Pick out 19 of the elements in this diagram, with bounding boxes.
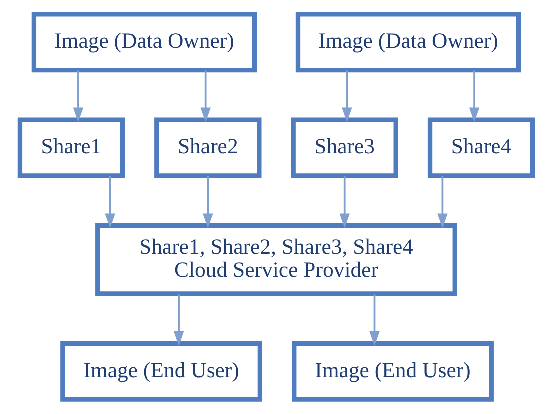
arrow — [104, 176, 115, 228]
arrow — [173, 294, 184, 346]
arrow — [202, 176, 213, 228]
node-box: Share1, Share2, Share3, Share4 Cloud Service Provider — [95, 223, 457, 296]
node-box: Share2 — [154, 118, 262, 178]
node-box: Share4 — [427, 118, 535, 178]
arrow — [72, 70, 84, 122]
arrow — [437, 176, 448, 228]
node-box: Image (Data Owner) — [31, 12, 257, 73]
node-box: Image (End User) — [292, 341, 494, 402]
arrow — [339, 176, 350, 228]
node-box: Share1 — [17, 118, 125, 178]
arrow — [200, 70, 210, 122]
node-box: Image (Data Owner) — [295, 12, 521, 73]
node-box: Image (End User) — [60, 341, 262, 402]
node-box: Share3 — [290, 118, 398, 178]
arrow — [468, 70, 480, 122]
arrow — [342, 70, 352, 122]
arrow — [369, 294, 380, 346]
